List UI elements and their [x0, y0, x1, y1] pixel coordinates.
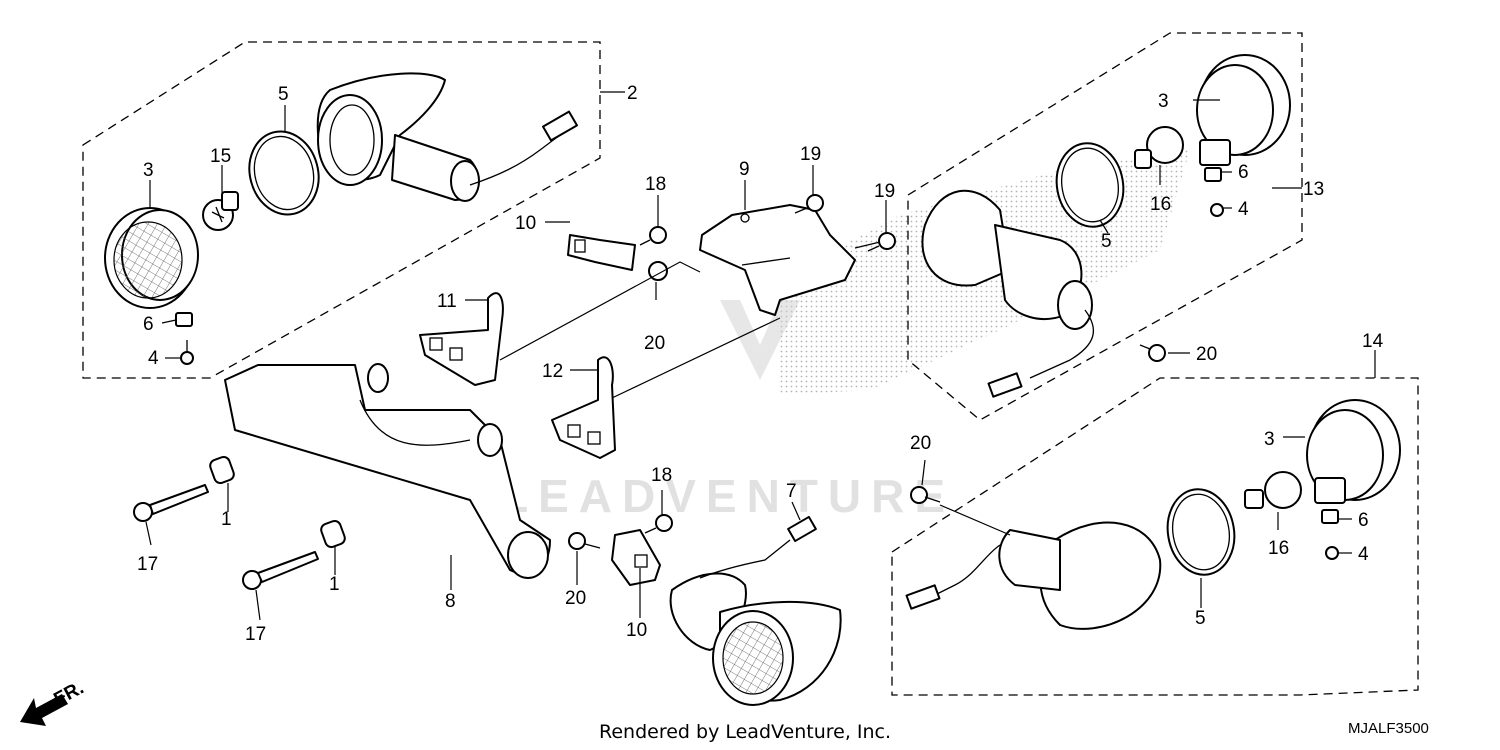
collar-1-lower[interactable] — [319, 519, 346, 549]
signal-housing-left[interactable] — [316, 72, 578, 202]
label-part-6: 6 — [143, 314, 154, 335]
diagram-code: MJALF3500 — [1348, 720, 1429, 737]
label-part-6: 6 — [1238, 162, 1249, 183]
label-part-4: 4 — [1358, 544, 1369, 565]
bolt-18-lower[interactable] — [644, 514, 673, 534]
nut-6-right-front[interactable] — [1321, 509, 1339, 524]
label-part-6: 6 — [1358, 510, 1369, 531]
assembly-box-14 — [891, 377, 1419, 696]
label-part-16: 16 — [1268, 538, 1289, 559]
label-part-10: 10 — [626, 620, 647, 641]
label-part-19: 19 — [874, 181, 895, 202]
bolt-19-lower[interactable] — [867, 232, 896, 252]
assembly-box-13 — [907, 32, 1303, 421]
lens-cover-3-right-front[interactable] — [1306, 399, 1401, 504]
label-part-20: 20 — [1196, 344, 1217, 365]
bolt-20-lower-left[interactable] — [568, 532, 601, 550]
label-part-5: 5 — [1101, 231, 1112, 252]
assembly-lines — [499, 241, 1011, 618]
label-part-13: 13 — [1303, 179, 1324, 200]
signal-housing-right-rear[interactable] — [921, 189, 1094, 398]
label-part-17: 17 — [245, 624, 266, 645]
bolt-20-right[interactable] — [1139, 344, 1166, 362]
label-part-3: 3 — [1264, 429, 1275, 450]
screw-4-right-rear[interactable] — [1210, 203, 1224, 217]
collar-1-upper[interactable] — [208, 455, 235, 485]
nut-6-left[interactable] — [175, 312, 193, 327]
front-arrow-icon: FR. — [20, 678, 87, 726]
watermark-text: LEADVENTURE — [500, 470, 955, 522]
label-part-19: 19 — [800, 144, 821, 165]
screw-4-right-front[interactable] — [1325, 546, 1339, 560]
label-part-8: 8 — [445, 591, 456, 612]
label-part-11: 11 — [437, 291, 457, 312]
gasket-5-right-front[interactable] — [1161, 484, 1241, 580]
bolt-20-box14[interactable] — [910, 486, 941, 504]
gasket-5-left[interactable] — [240, 124, 327, 223]
gasket-5-right-rear[interactable] — [1050, 138, 1130, 232]
leader-lines — [145, 91, 1376, 621]
label-part-4: 4 — [1238, 199, 1249, 220]
label-part-20: 20 — [644, 333, 665, 354]
label-part-15: 15 — [210, 146, 231, 167]
bulb-16-right-front[interactable] — [1244, 471, 1302, 509]
label-part-5: 5 — [278, 84, 289, 105]
label-part-20: 20 — [565, 588, 586, 609]
bolt-17-upper[interactable] — [133, 484, 209, 522]
label-part-20: 20 — [910, 433, 931, 454]
bolt-17-lower[interactable] — [242, 551, 319, 590]
bolt-20-center[interactable] — [648, 261, 668, 281]
label-part-7: 7 — [786, 481, 797, 502]
label-part-2: 2 — [627, 83, 638, 104]
label-part-18: 18 — [651, 465, 672, 486]
bracket-10-lower[interactable] — [611, 529, 661, 586]
bulb-15[interactable] — [202, 191, 239, 231]
rendered-by-credit: Rendered by LeadVenture, Inc. — [599, 721, 891, 743]
label-part-17: 17 — [137, 554, 158, 575]
bracket-10-upper[interactable] — [567, 234, 636, 271]
label-part-12: 12 — [542, 361, 563, 382]
part-labels: 1 1 2 3 3 3 4 4 4 5 5 5 6 6 6 7 8 9 10 1… — [137, 83, 1384, 645]
label-part-5: 5 — [1195, 608, 1206, 629]
bolt-19-upper[interactable] — [794, 194, 824, 214]
label-part-9: 9 — [739, 159, 750, 180]
label-part-3: 3 — [1158, 91, 1169, 112]
label-part-3: 3 — [143, 160, 154, 181]
label-part-16: 16 — [1150, 194, 1171, 215]
label-part-10: 10 — [515, 213, 536, 234]
screw-4-left[interactable] — [180, 340, 194, 365]
bolt-18-upper[interactable] — [639, 226, 667, 246]
label-part-14: 14 — [1362, 331, 1384, 352]
assembly-box-2 — [82, 41, 601, 379]
nut-6-right-rear[interactable] — [1204, 167, 1222, 182]
signal-housing-right-front[interactable] — [905, 521, 1162, 630]
label-part-18: 18 — [645, 174, 666, 195]
lens-cover-3-left[interactable] — [104, 207, 199, 309]
bracket-11[interactable] — [419, 292, 504, 386]
signal-housing-left-front[interactable] — [669, 515, 842, 706]
bracket-12[interactable] — [551, 356, 616, 459]
lens-cover-3-right-rear[interactable] — [1196, 54, 1291, 166]
bulb-16-right-rear[interactable] — [1134, 126, 1184, 169]
watermark: LEADVENTURE — [500, 300, 955, 522]
label-part-4: 4 — [148, 348, 159, 369]
stay-8[interactable] — [224, 363, 551, 579]
label-part-1: 1 — [221, 509, 232, 530]
label-part-1: 1 — [329, 574, 340, 595]
